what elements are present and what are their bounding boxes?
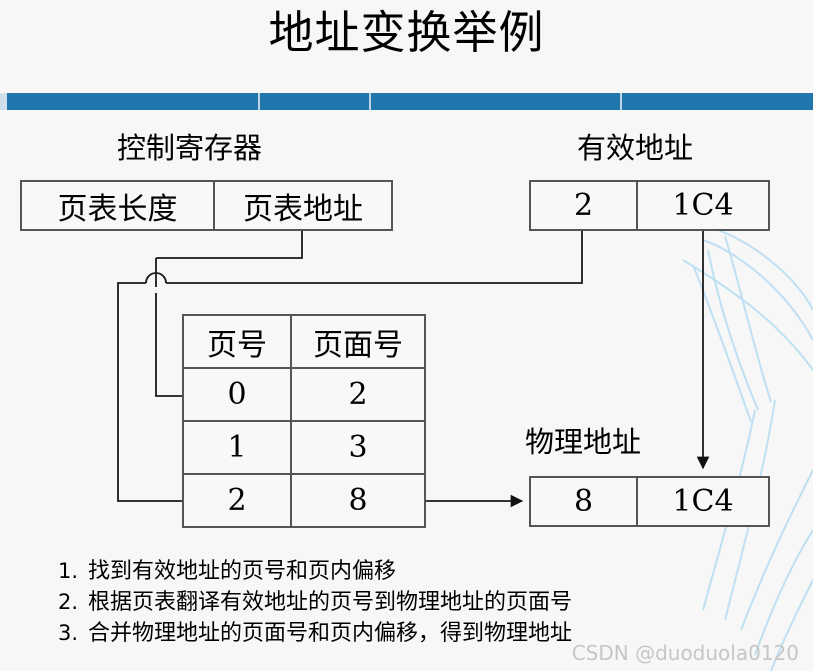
page-table-cell-frame-number: 8: [290, 475, 424, 526]
list-item: 3. 合并物理地址的页面号和页内偏移，得到物理地址: [58, 618, 798, 649]
divider-tick: [258, 93, 260, 110]
effective-address-box: 2 1C4: [529, 180, 770, 231]
step-text: 合并物理地址的页面号和页内偏移，得到物理地址: [88, 621, 573, 646]
divider-segment: [7, 93, 813, 110]
page-table-cell-frame-number: 3: [290, 422, 424, 473]
list-item: 1. 找到有效地址的页号和页内偏移: [58, 556, 798, 587]
step-text: 找到有效地址的页号和页内偏移: [88, 559, 397, 584]
divider-tick: [369, 93, 371, 110]
page-table-cell-page-number: 0: [227, 377, 247, 412]
step-number: 2.: [58, 590, 79, 614]
watermark-text: CSDN @duoduola0120: [571, 641, 799, 665]
control-register-box: 页表长度 页表地址: [20, 180, 393, 231]
step-number: 3.: [58, 621, 79, 645]
physical-address-cell-frame-number: 8: [573, 484, 594, 519]
step-number: 1.: [58, 559, 79, 583]
control-register-label: 控制寄存器: [117, 131, 263, 165]
physical-address-label: 物理地址: [525, 425, 642, 459]
steps-list: 1. 找到有效地址的页号和页内偏移 2. 根据页表翻译有效地址的页号到物理地址的…: [58, 556, 798, 649]
title-divider-bar: [0, 93, 813, 110]
page-table-cell-frame-number: 2: [290, 369, 424, 420]
page-table-header-row: 页号 页面号: [184, 316, 424, 367]
page-title: 地址变换举例: [268, 6, 545, 59]
page-table-row: 2 8: [184, 473, 424, 526]
page-table-row: 1 3: [184, 420, 424, 473]
control-register-cell-page-table-length: 页表长度: [57, 191, 178, 227]
page-table-header-page-number: 页号: [207, 327, 267, 363]
effective-address-label: 有效地址: [577, 131, 694, 165]
page-table-cell-page-number: 2: [227, 483, 247, 518]
page-table: 页号 页面号 0 2 1 3 2 8: [182, 314, 426, 528]
step-text: 根据页表翻译有效地址的页号到物理地址的页面号: [88, 590, 573, 615]
page-table-row: 0 2: [184, 367, 424, 420]
control-register-cell-page-table-address: 页表地址: [213, 182, 391, 229]
page-table-header-frame-number: 页面号: [290, 316, 424, 367]
effective-address-cell-offset: 1C4: [636, 182, 768, 229]
page-table-cell-page-number: 1: [227, 430, 247, 465]
effective-address-cell-page-number: 2: [573, 188, 594, 223]
physical-address-cell-offset: 1C4: [636, 478, 768, 525]
divider-tick: [620, 93, 622, 110]
list-item: 2. 根据页表翻译有效地址的页号到物理地址的页面号: [58, 587, 798, 618]
divider-left-cap: [0, 93, 7, 110]
physical-address-box: 8 1C4: [529, 476, 770, 527]
